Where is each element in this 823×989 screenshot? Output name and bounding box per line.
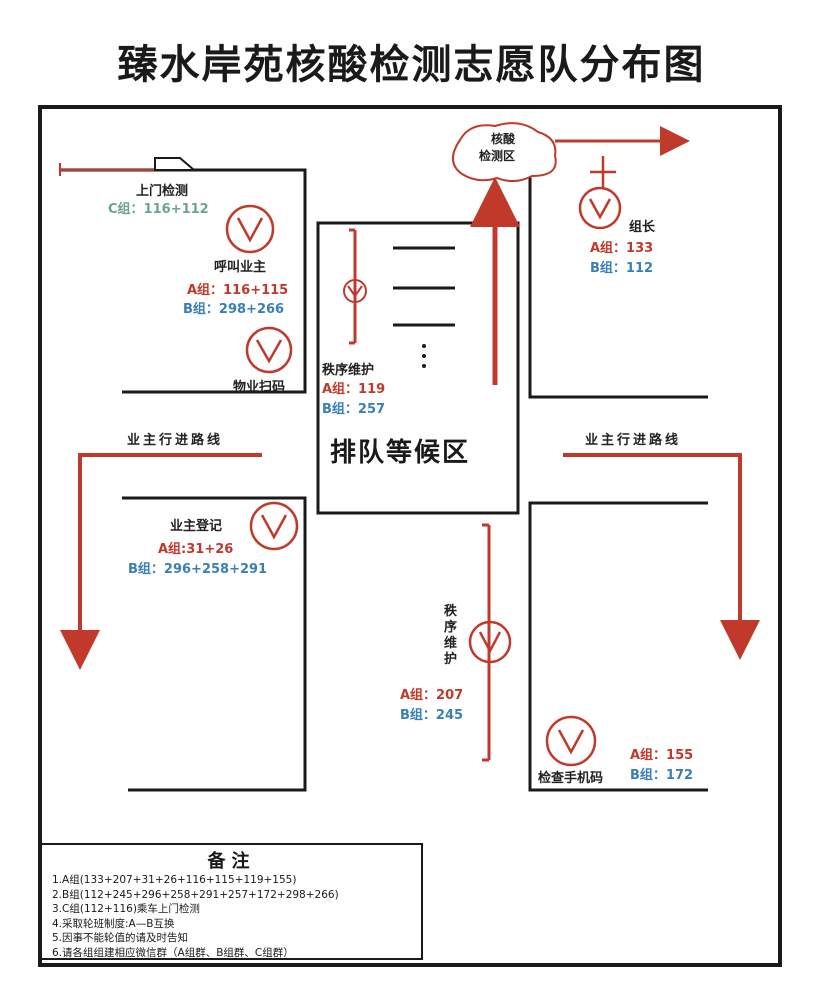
- block-bottom-right: [528, 501, 708, 792]
- order-bottom-label: 秩序维护: [444, 604, 458, 667]
- notes-item: 4.采取轮班制度:A—B互换: [52, 917, 175, 930]
- notes-item: 5.因事不能轮值的请及时告知: [52, 932, 189, 944]
- order-top-label: 秩序维护: [322, 363, 375, 378]
- volunteer-icon-order-bottom: [468, 620, 512, 664]
- notes-title: 备注: [207, 851, 256, 872]
- leader-group-a: A组：133: [590, 241, 654, 256]
- car-icon: [154, 157, 197, 171]
- phone-check-label: 检查手机码: [538, 771, 604, 786]
- door-test-group-c: C组：116+112: [108, 202, 209, 217]
- route-left-arrow: [60, 453, 262, 670]
- route-left-label: 业主行进路线: [127, 433, 224, 448]
- phone-check-group-b: B组：172: [630, 768, 694, 783]
- notes-box: 备注 1.A组(133+207+31+26+116+115+119+155) 2…: [40, 843, 423, 960]
- page-title: 臻水岸苑核酸检测志愿队分布图: [117, 42, 706, 88]
- caller-group-b: B组：298+266: [183, 302, 285, 317]
- order-top-group-b: B组：257: [322, 402, 386, 417]
- order-bottom-group-a: A组：207: [400, 688, 464, 703]
- queue-area-label: 排队等候区: [330, 438, 471, 468]
- volunteer-icon-register: [249, 501, 299, 551]
- volunteer-icon-leader: [578, 156, 622, 230]
- leader-group-b: B组：112: [590, 261, 654, 276]
- outer-frame: [38, 105, 782, 967]
- door-test-label: 上门检测: [136, 184, 189, 199]
- order-bottom-group-b: B组：245: [400, 708, 464, 723]
- notes-item: 3.C组(112+116)乘车上门检测: [52, 903, 200, 915]
- register-label: 业主登记: [170, 519, 223, 534]
- phone-check-group-a: A组：155: [630, 748, 694, 763]
- queue-area-box: [316, 221, 520, 515]
- route-right-arrow: [563, 453, 760, 660]
- caller-group-a: A组：116+115: [187, 283, 289, 298]
- order-top-group-a: A组：119: [322, 382, 386, 397]
- notes-item: 1.A组(133+207+31+26+116+115+119+155): [52, 874, 297, 886]
- block-top-right: [528, 172, 708, 399]
- volunteer-icon-phone-check: [545, 715, 597, 767]
- leader-label: 组长: [629, 220, 656, 235]
- register-group-a: A组:31+26: [158, 542, 234, 557]
- test-area-cloud: [452, 122, 557, 182]
- caller-label: 呼叫业主: [214, 260, 267, 275]
- notes-item: 6.请各组组建相应微信群（A组群、B组群、C组群）: [52, 946, 294, 959]
- test-area-label-line1: 核酸: [491, 132, 516, 146]
- notes-item: 2.B组(112+245+296+258+291+257+172+298+266…: [52, 888, 339, 901]
- volunteer-icon-order-top: [343, 279, 367, 303]
- route-right-label: 业主行进路线: [585, 433, 682, 448]
- test-area-label-line2: 检测区: [479, 149, 516, 163]
- block-bottom-left: [122, 496, 307, 792]
- volunteer-icon-scan: [245, 326, 293, 374]
- property-scan-label: 物业扫码: [233, 380, 286, 395]
- volunteer-icon-caller: [225, 204, 275, 254]
- register-group-b: B组：296+258+291: [128, 562, 268, 577]
